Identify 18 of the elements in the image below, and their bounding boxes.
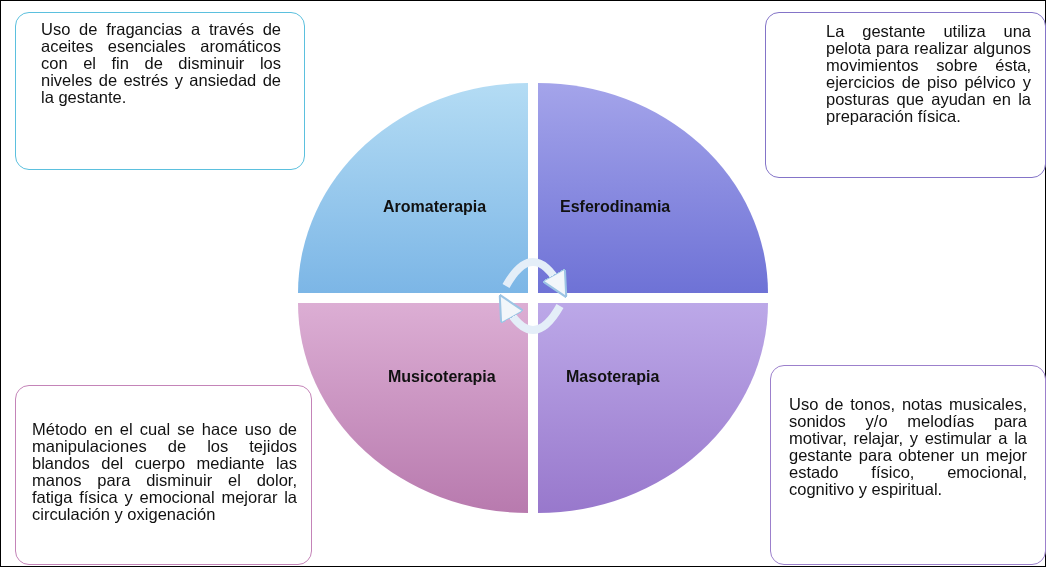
description-box — [15, 385, 312, 565]
description-box — [765, 12, 1046, 178]
description-text: La gestante utiliza una pelota para realizar algunos movimientos sobre ésta, ejercicios de piso pélvico y posturas que ayudan en la preparación física. — [826, 23, 1031, 125]
quadrant-title: Masoterapia — [566, 368, 660, 386]
description-text: Método en el cual se hace uso de manipulaciones de los tejidos blandos del cuerpo mediante las manos para disminuir el dolor, fatiga física y emocional mejorar la circulación y oxigenación — [32, 421, 297, 523]
quadrant-segment — [538, 83, 768, 293]
quadrant-segment — [538, 303, 768, 513]
description-text: Uso de tonos, notas musicales, sonidos y/o melodías para motivar, relajar, y estimular a la gestante para obtener un mejor estado físico, emocional, cognitivo y espiritual. — [789, 396, 1027, 498]
description-box — [770, 365, 1046, 565]
quadrant-title: Esferodinamia — [560, 198, 671, 216]
cycle-arrow — [502, 258, 568, 298]
description-text: Uso de fragancias a través de aceites esenciales aromáticos con el fin de disminuir los niveles de estrés y ansiedad de la gestante. — [41, 21, 281, 106]
cycle-arrow — [498, 294, 564, 334]
quadrant-segment — [298, 303, 528, 513]
quadrant-title: Musicoterapia — [388, 368, 496, 386]
quadrant-title: Aromaterapia — [383, 198, 487, 216]
description-box — [15, 12, 305, 170]
quadrant-segment — [298, 83, 528, 293]
